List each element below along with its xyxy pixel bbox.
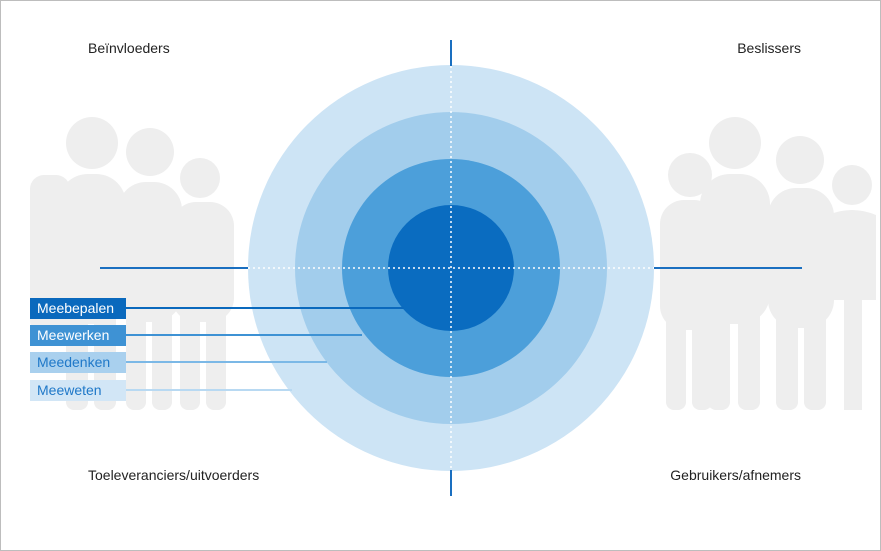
level-meewerken: Meewerken <box>30 325 126 346</box>
label-gebruikers: Gebruikers/afnemers <box>670 467 801 483</box>
level-meeweten: Meeweten <box>30 380 126 401</box>
level-meebepalen: Meebepalen <box>30 298 126 319</box>
people-silhouettes-left <box>30 117 234 410</box>
level-meedenken: Meedenken <box>30 352 126 373</box>
label-beinvloeders: Beïnvloeders <box>88 40 170 56</box>
label-beslissers: Beslissers <box>737 40 801 56</box>
people-silhouettes-right <box>660 117 876 410</box>
label-toeleveranciers: Toeleveranciers/uitvoerders <box>88 467 260 483</box>
